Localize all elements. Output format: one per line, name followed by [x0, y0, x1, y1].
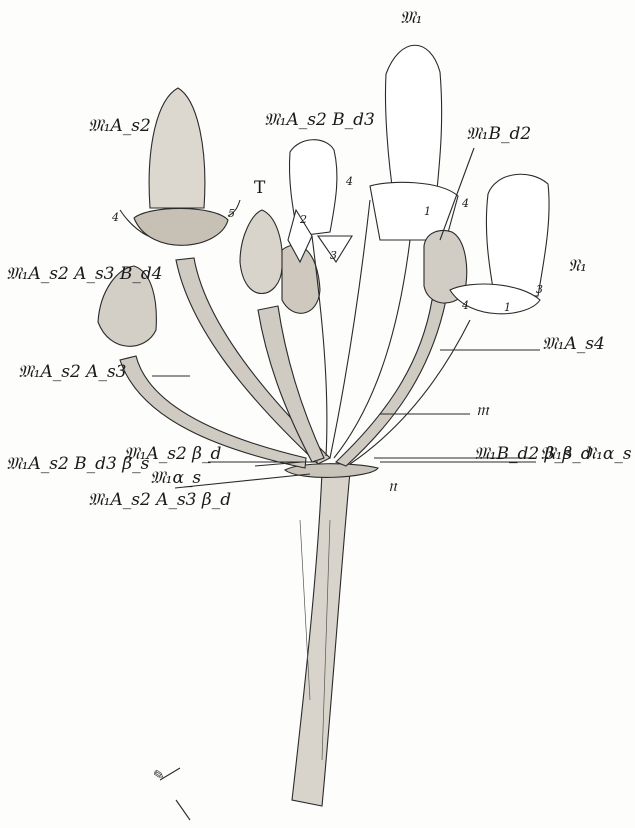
- petal-number: 3: [536, 284, 543, 295]
- label-m: 𝔪: [476, 402, 489, 419]
- label-m1: 𝔐₁: [400, 10, 422, 27]
- petal-number: 4: [462, 198, 469, 209]
- label-m1-as4: 𝔐₁A_s4: [542, 336, 605, 353]
- flower-m1: [385, 45, 441, 200]
- label-m1-as2-as3-bd4: 𝔐₁A_s2 A_s3 B_d4: [6, 266, 163, 283]
- label-m1-bd2: 𝔐₁B_d2: [466, 126, 531, 143]
- label-m1-as: 𝔐₁α_s: [150, 470, 201, 487]
- stalk-m1-bd2: [336, 300, 446, 466]
- signature-stroke: [160, 768, 190, 820]
- petal-number: 2: [300, 214, 307, 225]
- petal-number: 5: [228, 208, 235, 219]
- main-stem: [292, 472, 350, 806]
- petal-number: 4: [112, 212, 119, 223]
- flower-n1: [486, 174, 549, 296]
- petal-number: 1: [424, 206, 431, 217]
- label-n1: 𝔑₁: [568, 258, 587, 275]
- label-m1-as2-as3: 𝔐₁A_s2 A_s3: [18, 364, 127, 381]
- bud-m1-as2: [149, 88, 205, 208]
- label-m1-as2: 𝔐₁A_s2: [88, 118, 151, 135]
- petal-number: 1: [504, 302, 511, 313]
- petal-number: 4: [346, 176, 353, 187]
- label-n: 𝔫: [388, 478, 397, 495]
- petal-number: 4: [462, 300, 469, 311]
- bud-t: [240, 210, 282, 294]
- label-n1-as: 𝔑₁α_s: [584, 446, 632, 463]
- petal-number: 3: [330, 250, 337, 261]
- label-t: T: [254, 180, 265, 197]
- label-m1-as2-bd: 𝔐₁A_s2 β_d: [124, 446, 221, 463]
- label-m1-as2-bd3: 𝔐₁A_s2 B_d3: [264, 112, 375, 129]
- stalk-t: [258, 306, 324, 462]
- label-m1-as2-as3-bd: 𝔐₁A_s2 A_s3 β_d: [88, 492, 231, 509]
